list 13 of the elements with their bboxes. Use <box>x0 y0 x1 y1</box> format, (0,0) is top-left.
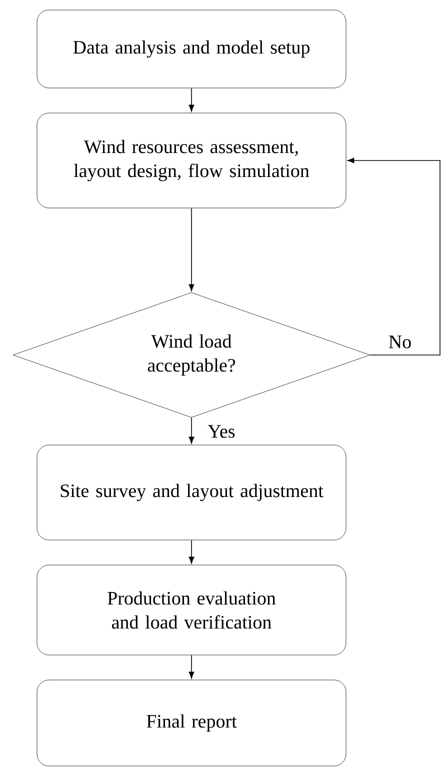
edge-label: Yes <box>206 424 236 439</box>
process-box: Data analysis and model setup <box>36 10 346 88</box>
arrow <box>347 158 440 356</box>
process-box: Final report <box>36 680 346 766</box>
process-box: Production evaluation and load verification <box>36 564 346 656</box>
arrow <box>188 417 194 444</box>
arrow <box>188 654 194 679</box>
arrow <box>188 540 194 564</box>
edge-label: No <box>387 334 413 350</box>
process-box: Wind resources assessment, layout design, flow simulation <box>36 112 346 208</box>
arrow <box>188 88 194 112</box>
process-box: Site survey and layout adjustment <box>36 444 346 540</box>
arrow <box>188 208 194 292</box>
